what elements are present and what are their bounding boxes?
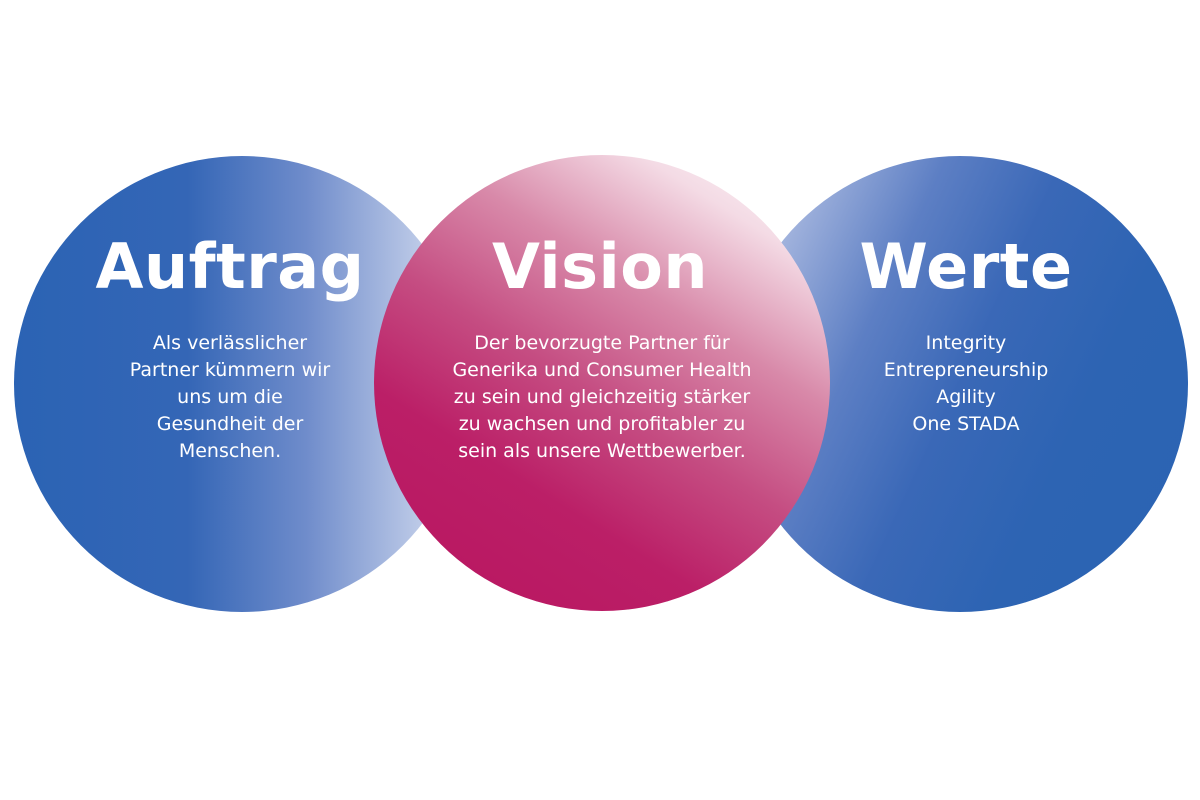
- vision-title: Vision: [491, 230, 709, 303]
- werte-text: Integrity Entrepreneurship Agility One S…: [816, 330, 1116, 438]
- werte-line: Integrity: [925, 332, 1007, 354]
- werte-line: Entrepreneurship: [883, 359, 1049, 381]
- vision-circle: [374, 155, 830, 611]
- auftrag-line: Gesundheit der: [156, 413, 304, 435]
- auftrag-title: Auftrag: [95, 230, 365, 303]
- auftrag-line: Partner kümmern wir: [129, 359, 331, 381]
- werte-line: Agility: [936, 386, 996, 408]
- vision-line: zu sein und gleichzeitig stärker: [453, 386, 751, 408]
- auftrag-line: Als verlässlicher: [152, 332, 308, 354]
- werte-title: Werte: [859, 230, 1073, 303]
- vision-text: Der bevorzugte Partner für Generika und …: [410, 330, 794, 465]
- vision-line: Der bevorzugte Partner für: [474, 332, 730, 354]
- vision-line: Generika und Consumer Health: [452, 359, 752, 381]
- auftrag-line: uns um die: [177, 386, 283, 408]
- auftrag-line: Menschen.: [178, 440, 282, 462]
- auftrag-text: Als verlässlicher Partner kümmern wir un…: [80, 330, 380, 465]
- vision-line: sein als unsere Wettbewerber.: [458, 440, 746, 462]
- vision-line: zu wachsen und profitabler zu: [458, 413, 746, 435]
- werte-line: One STADA: [912, 413, 1020, 435]
